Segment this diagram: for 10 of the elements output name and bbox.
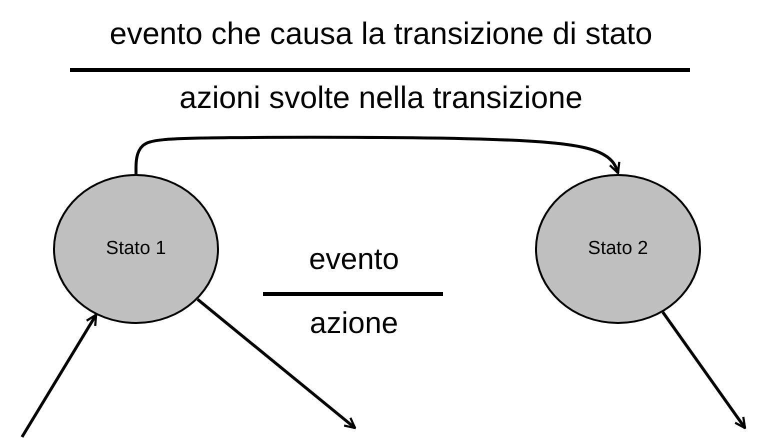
transition-label: evento [308, 243, 400, 277]
arrow [196, 298, 356, 430]
state-name: Stato 1 [105, 237, 167, 262]
arrow [134, 136, 620, 174]
state-name: Stato 2 [587, 237, 649, 262]
transition-label: evento che causa la transizione di stato [110, 16, 652, 52]
transition-label: azione [310, 307, 398, 341]
arrow [20, 314, 98, 438]
arrow [662, 311, 746, 430]
transition-label: azioni svolte nella transizione [179, 80, 583, 116]
